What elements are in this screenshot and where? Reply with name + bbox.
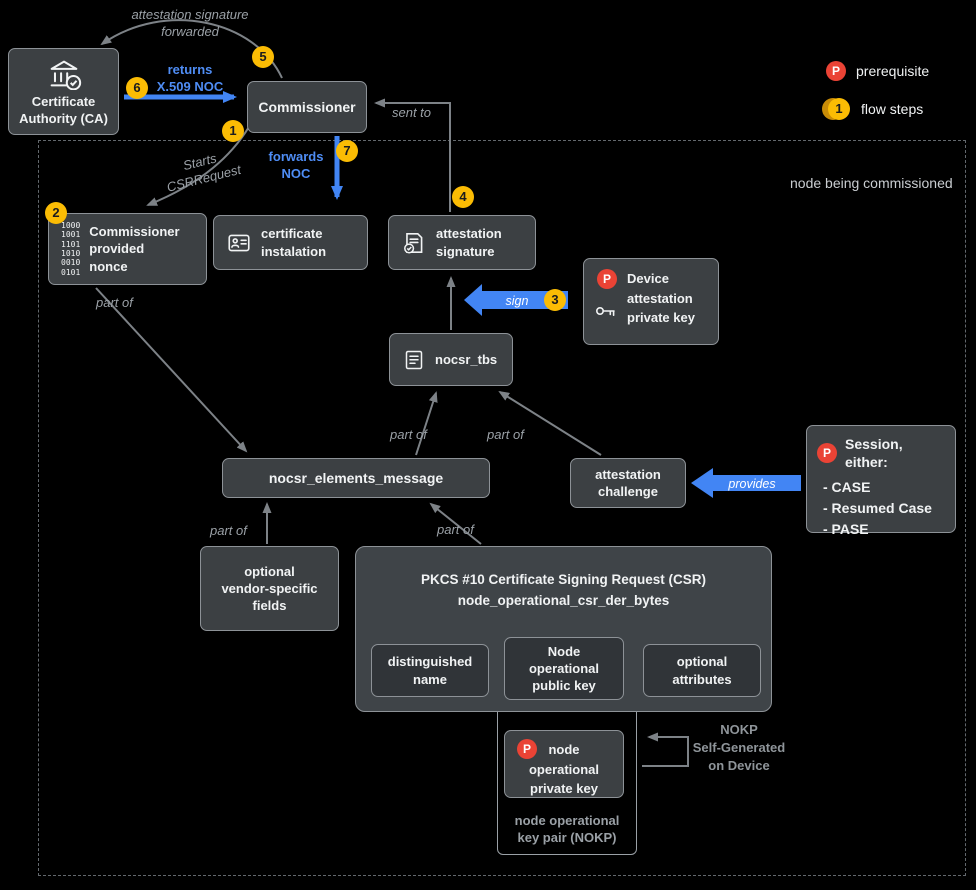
region-label: node being commissioned: [790, 175, 953, 191]
arrow-sign: [464, 284, 568, 316]
legend-prerequisite: P prerequisite: [826, 61, 929, 81]
nocsr-elements-message-node: nocsr_elements_message: [222, 458, 490, 498]
edge-label-part-of: part of: [210, 523, 247, 538]
edge-label-part-of: part of: [437, 522, 474, 537]
attestation-signature-label: attestation signature: [436, 226, 502, 259]
edge-label-attestation-forwarded: attestation signature forwarded: [131, 7, 249, 39]
legend-flow-steps-label: flow steps: [861, 101, 924, 117]
arrow-challenge-part-of-tbs: [498, 390, 602, 456]
vendor-specific-fields-label: optional vendor-specific fields: [221, 563, 318, 614]
nocsr-elements-message-label: nocsr_elements_message: [268, 469, 444, 486]
coin-front-icon: 1: [828, 98, 850, 120]
id-badge-icon: [226, 230, 252, 256]
document-lines-icon: [402, 348, 426, 372]
edge-label-sign: sign: [505, 294, 529, 308]
edge-label-part-of: part of: [390, 427, 427, 442]
commissioner-label: Commissioner: [258, 98, 356, 115]
pkcs-subtitle: node_operational_csr_der_bytes: [457, 592, 670, 608]
arrow-sent-to: [374, 98, 451, 212]
step-badge-1: 1: [222, 120, 244, 142]
vendor-specific-fields-node: optional vendor-specific fields: [200, 546, 339, 631]
arrow-nokp-self-loop: [642, 732, 689, 767]
bank-icon: [46, 58, 82, 90]
document-shield-icon: [401, 230, 427, 256]
legend-flow-steps: 1 flow steps: [822, 97, 923, 121]
edge-label-sent-to: sent to: [392, 105, 432, 120]
nokp-group-label: node operational key pair (NOKP): [514, 812, 620, 846]
certificate-authority-label: Certificate Authority (CA): [19, 93, 108, 126]
device-attestation-private-key-node: P Device attestation private key: [583, 258, 719, 345]
step-badge-4: 4: [452, 186, 474, 208]
node-operational-public-key-label: Node operational public key: [528, 643, 600, 694]
key-icon: [593, 299, 619, 323]
arrow-pkcs-part-of: [429, 502, 482, 545]
prerequisite-badge: P: [817, 443, 837, 464]
commissioner-provided-nonce-node: 1000 1001 1101 1010 0010 0101 Commission…: [48, 213, 207, 285]
distinguished-name-node: distinguished name: [371, 644, 489, 697]
arrow-starts-csrrequest: [146, 117, 255, 206]
arrow-provides: [691, 468, 801, 498]
step-badge-6: 6: [126, 77, 148, 99]
nonce-label: Commissioner provided nonce: [89, 224, 180, 274]
flow-steps-coin-icon: 1: [822, 97, 851, 121]
arrow-nonce-part-of: [95, 287, 248, 453]
step-badge-5: 5: [252, 46, 274, 68]
prerequisite-legend-icon: P: [826, 61, 846, 81]
node-operational-private-key-label: node operational private key: [528, 742, 600, 796]
nocsr-tbs-node: nocsr_tbs: [389, 333, 513, 386]
attestation-challenge-label: attestation challenge: [595, 466, 661, 499]
certificate-installation-node: certificate instalation: [213, 215, 368, 270]
edge-label-returns-noc: returns X.509 NOC: [156, 62, 224, 94]
step-badge-3: 3: [544, 289, 566, 311]
device-key-label: Device attestation private key: [627, 271, 695, 325]
prerequisite-badge: P: [597, 269, 617, 289]
optional-attributes-node: optional attributes: [643, 644, 761, 697]
node-operational-private-key-node: P node operational private key: [504, 730, 624, 798]
step-badge-7: 7: [336, 140, 358, 162]
certificate-installation-label: certificate instalation: [261, 226, 327, 259]
edge-label-part-of: part of: [487, 427, 524, 442]
binary-nonce-icon: 1000 1001 1101 1010 0010 0101: [61, 220, 81, 277]
certificate-authority-node: Certificate Authority (CA): [8, 48, 119, 135]
prerequisite-badge: P: [517, 739, 537, 759]
session-node: P Session, either: - CASE - Resumed Case…: [806, 425, 956, 537]
node-being-commissioned-region: [38, 140, 966, 876]
edge-label-forwards-noc: forwards NOC: [268, 149, 324, 181]
step-badge-2: 2: [45, 202, 67, 224]
edge-label-provides: provides: [728, 477, 776, 491]
arrow-elements-part-of-tbs: [415, 391, 438, 456]
legend-prerequisite-label: prerequisite: [856, 63, 930, 79]
attestation-signature-node: attestation signature: [388, 215, 536, 270]
nokp-self-generated-note: NOKP Self-Generated on Device: [692, 722, 786, 774]
pkcs-title: PKCS #10 Certificate Signing Request (CS…: [420, 572, 707, 587]
optional-attributes-label: optional attributes: [672, 654, 732, 687]
attestation-challenge-node: attestation challenge: [570, 458, 686, 508]
commissioner-node: Commissioner: [247, 81, 367, 133]
distinguished-name-label: distinguished name: [387, 654, 473, 687]
session-options: - CASE - Resumed Case - PASE: [823, 478, 932, 537]
nocsr-tbs-label: nocsr_tbs: [435, 351, 498, 367]
edge-label-part-of: part of: [96, 295, 133, 310]
node-operational-public-key-node: Node operational public key: [504, 637, 624, 700]
session-title: Session, either:: [845, 436, 903, 471]
